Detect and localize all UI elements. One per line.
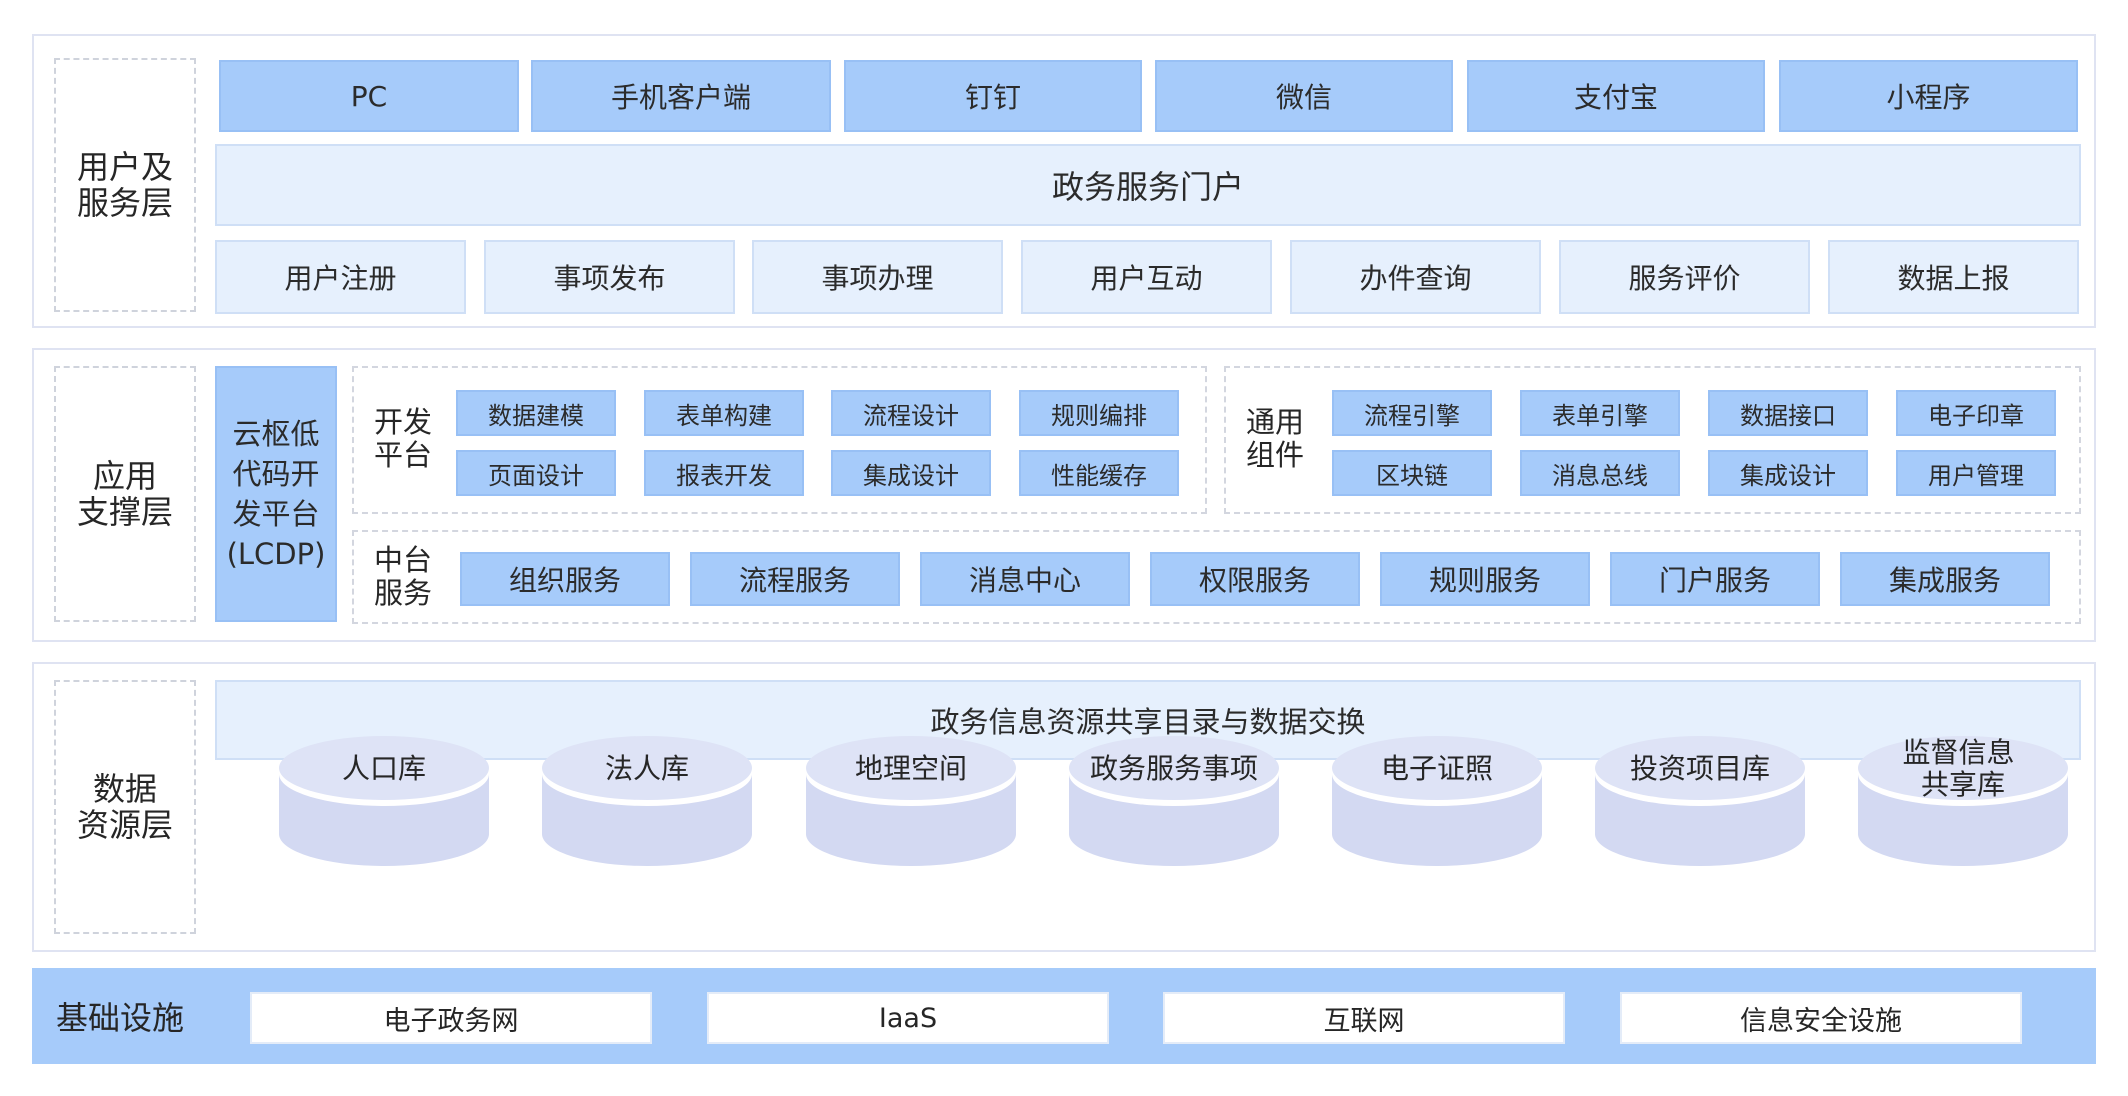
db-service-items: 政务服务事项	[1069, 736, 1279, 866]
service-process: 流程服务	[690, 552, 900, 606]
service-message-center: 消息中心	[920, 552, 1130, 606]
low-code-platform: 云枢低 代码开 发平台 (LCDP)	[215, 366, 337, 622]
component-integration-design: 集成设计	[1708, 450, 1868, 496]
user-service-layer: 用户及 服务层 PC 手机客户端 钉钉 微信 支付宝 小程序 政务服务门户 用户…	[32, 34, 2096, 328]
government-service-portal: 政务服务门户	[215, 144, 2081, 226]
dev-form-building: 表单构建	[644, 390, 804, 436]
db-e-license-label: 电子证照	[1381, 752, 1493, 785]
channel-mini-program: 小程序	[1779, 60, 2078, 132]
service-permission: 权限服务	[1150, 552, 1360, 606]
db-e-license: 电子证照	[1332, 736, 1542, 866]
dev-performance-cache: 性能缓存	[1019, 450, 1179, 496]
service-rule: 规则服务	[1380, 552, 1590, 606]
dev-platform-group: 开发 平台 数据建模 表单构建 流程设计 规则编排 页面设计 报表开发 集成设计…	[352, 366, 1207, 514]
dev-page-design: 页面设计	[456, 450, 616, 496]
channel-mobile-client: 手机客户端	[531, 60, 831, 132]
component-data-interface: 数据接口	[1708, 390, 1868, 436]
function-user-interaction: 用户互动	[1021, 240, 1272, 314]
application-support-layer: 应用 支撑层 云枢低 代码开 发平台 (LCDP) 开发 平台 数据建模 表单构…	[32, 348, 2096, 642]
infrastructure-label: 基础设施	[56, 999, 185, 1037]
component-process-engine: 流程引擎	[1332, 390, 1492, 436]
function-user-registration: 用户注册	[215, 240, 466, 314]
component-blockchain: 区块链	[1332, 450, 1492, 496]
user-service-layer-label: 用户及 服务层	[54, 58, 196, 312]
component-user-management: 用户管理	[1896, 450, 2056, 496]
data-resource-layer: 数据 资源层 政务信息资源共享目录与数据交换 人口库 法人库 地理空间 政务服务…	[32, 662, 2096, 952]
function-item-handling: 事项办理	[752, 240, 1003, 314]
infra-security-facilities: 信息安全设施	[1620, 992, 2022, 1044]
db-geospatial-label: 地理空间	[855, 752, 967, 785]
component-form-engine: 表单引擎	[1520, 390, 1680, 436]
dev-report-development: 报表开发	[644, 450, 804, 496]
dev-integration-design: 集成设计	[831, 450, 991, 496]
common-components-group: 通用 组件 流程引擎 表单引擎 数据接口 电子印章 区块链 消息总线 集成设计 …	[1224, 366, 2081, 514]
data-resource-layer-label: 数据 资源层	[54, 680, 196, 934]
db-population-label: 人口库	[342, 752, 426, 785]
application-support-layer-label: 应用 支撑层	[54, 366, 196, 622]
dev-process-design: 流程设计	[831, 390, 991, 436]
channel-pc: PC	[219, 60, 519, 132]
infra-e-government-network: 电子政务网	[250, 992, 652, 1044]
channel-dingtalk: 钉钉	[844, 60, 1142, 132]
function-item-publish: 事项发布	[484, 240, 735, 314]
function-data-reporting: 数据上报	[1828, 240, 2079, 314]
channel-alipay: 支付宝	[1467, 60, 1765, 132]
service-organization: 组织服务	[460, 552, 670, 606]
db-supervision-shared: 监督信息 共享库	[1858, 736, 2068, 866]
database-cylinders: 人口库 法人库 地理空间 政务服务事项 电子证照	[279, 736, 2068, 866]
middle-platform-group: 中台 服务 组织服务 流程服务 消息中心 权限服务 规则服务 门户服务 集成服务	[352, 530, 2081, 624]
service-integration: 集成服务	[1840, 552, 2050, 606]
function-case-query: 办件查询	[1290, 240, 1541, 314]
db-population: 人口库	[279, 736, 489, 866]
dev-rule-orchestration: 规则编排	[1019, 390, 1179, 436]
db-geospatial: 地理空间	[806, 736, 1016, 866]
infra-iaas: IaaS	[707, 992, 1109, 1044]
dev-data-modeling: 数据建模	[456, 390, 616, 436]
function-service-evaluation: 服务评价	[1559, 240, 1810, 314]
db-investment-projects-label: 投资项目库	[1630, 752, 1770, 785]
component-electronic-seal: 电子印章	[1896, 390, 2056, 436]
db-service-items-label: 政务服务事项	[1090, 752, 1258, 785]
db-investment-projects: 投资项目库	[1595, 736, 1805, 866]
db-supervision-shared-label: 监督信息 共享库	[1903, 736, 2024, 801]
db-legal-person: 法人库	[542, 736, 752, 866]
infra-internet: 互联网	[1163, 992, 1565, 1044]
dev-platform-label: 开发 平台	[373, 405, 432, 472]
service-portal: 门户服务	[1610, 552, 1820, 606]
infrastructure-layer: 基础设施 电子政务网 IaaS 互联网 信息安全设施	[32, 968, 2096, 1064]
middle-platform-label: 中台 服务	[373, 543, 432, 610]
channel-wechat: 微信	[1155, 60, 1453, 132]
component-message-bus: 消息总线	[1520, 450, 1680, 496]
db-supervision-line-1: 监督信息	[1903, 736, 2015, 769]
common-components-label: 通用 组件	[1245, 405, 1304, 472]
db-legal-person-label: 法人库	[605, 752, 689, 785]
db-supervision-line-2: 共享库	[1921, 768, 2005, 801]
